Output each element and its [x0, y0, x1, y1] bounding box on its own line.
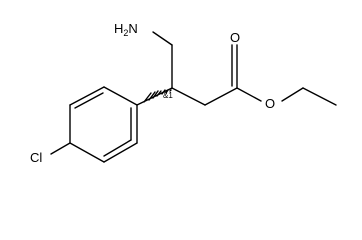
bond-ethyl-methyl — [302, 87, 337, 106]
bond-ring-chlorine — [50, 142, 71, 155]
benzene-ring — [69, 86, 138, 163]
bond-carbonyl-ester-oxygen — [236, 87, 262, 102]
carbonyl-oxygen-label: O — [230, 30, 240, 45]
bond-amine-ch2 — [152, 31, 173, 46]
chemical-structure-diagram: H2N O O Cl &1 — [30, 21, 337, 165]
chlorine-label: Cl — [30, 150, 42, 165]
bond-stereocenter-ch2 — [171, 87, 206, 106]
bond-ch2-carbonyl — [204, 87, 238, 106]
bond-ester-oxygen-ethyl — [281, 87, 304, 102]
ester-oxygen-label: O — [265, 96, 275, 111]
stereo-descriptor-label: &1 — [163, 91, 173, 100]
bond-stereocenter-phenyl — [136, 87, 173, 106]
amine-label: H2N — [114, 21, 138, 38]
